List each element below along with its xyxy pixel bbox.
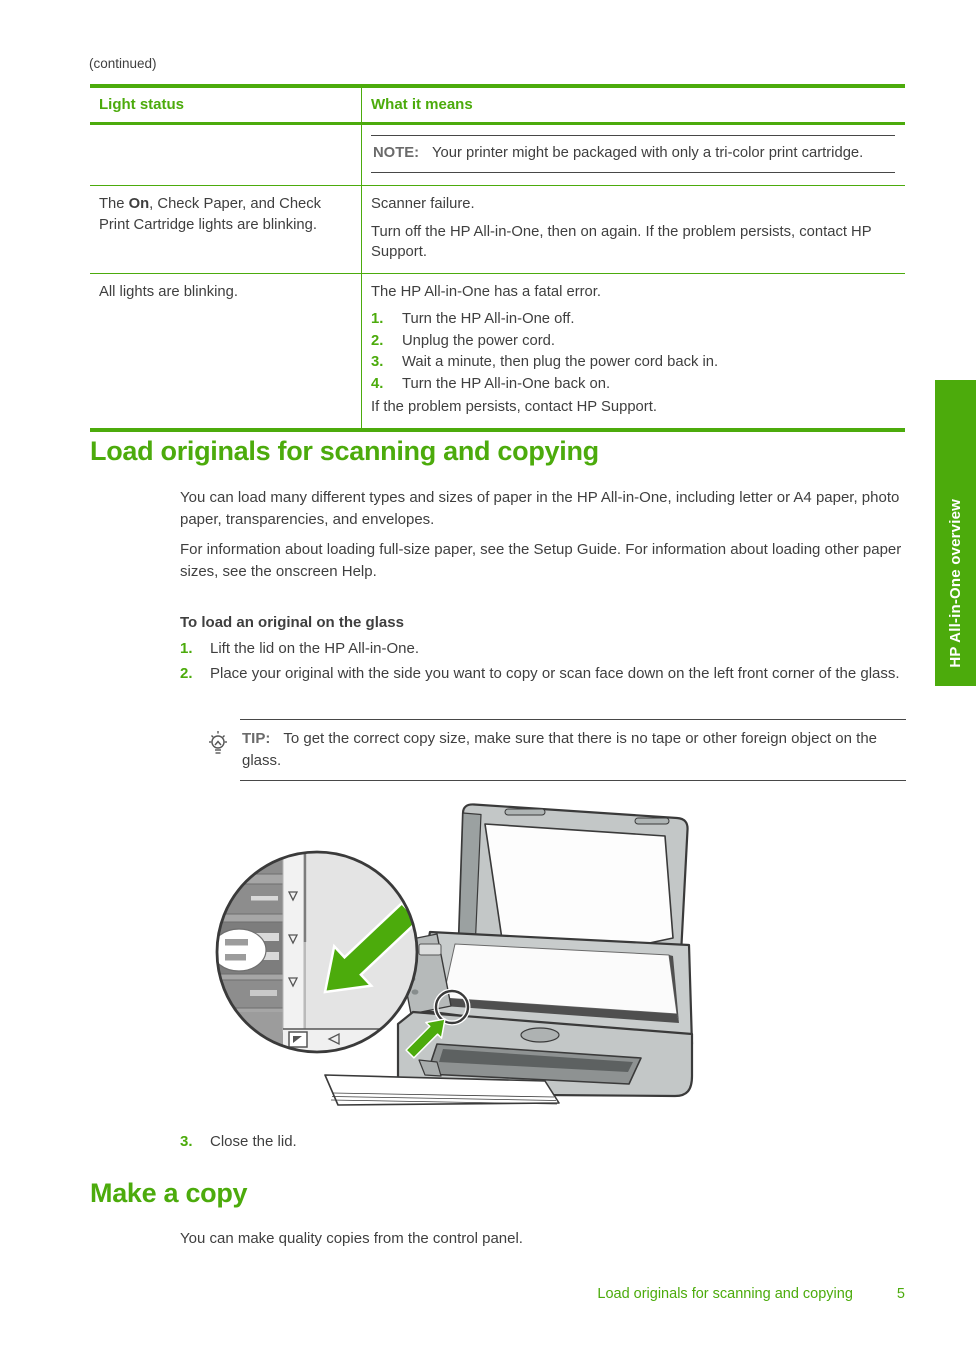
list-item: 1. Lift the lid on the HP All-in-One. — [180, 638, 910, 660]
paragraph: You can load many different types and si… — [180, 489, 900, 528]
paragraph: For information about loading full-size … — [180, 541, 902, 580]
list-item: 3. Close the lid. — [180, 1131, 910, 1153]
lights-text-pre: The — [99, 196, 129, 212]
lights-text-bold: On — [128, 196, 150, 212]
step-text: Unplug the power cord. — [402, 332, 555, 349]
list-item: 4. Turn the HP All-in-One back on. — [371, 374, 895, 395]
fatal-error-steps: 1. Turn the HP All-in-One off. 2. Unplug t… — [371, 309, 895, 394]
step-number: 1. — [371, 311, 384, 327]
note-callout: NOTE: Your printer might be packaged with… — [371, 134, 895, 173]
step-text: Close the lid. — [210, 1133, 297, 1150]
list-item: 2. Place your original with the side you … — [180, 663, 910, 685]
column-header-what-it-means: What it means — [371, 96, 473, 113]
procedure-title: To load an original on the glass — [180, 614, 404, 631]
table-cell-lights: All lights are blinking. — [90, 273, 362, 428]
meaning-line: Turn off the HP All-in-One, then on agai… — [371, 223, 872, 261]
list-item: 2. Unplug the power cord. — [371, 331, 895, 352]
meaning-outro: If the problem persists, contact HP Supp… — [371, 399, 657, 415]
list-item: 3. Wait a minute, then plug the power cor… — [371, 352, 895, 373]
footer-page-number: 5 — [896, 1286, 905, 1302]
magnified-corner-view — [215, 850, 419, 1054]
table-cell-meaning: Scanner failure. Turn off the HP All-in-… — [362, 186, 905, 273]
column-header-light-status: Light status — [90, 88, 362, 122]
continued-label: (continued) — [89, 56, 157, 71]
table-cell-meaning: The HP All-in-One has a fatal error. 1. T… — [362, 274, 905, 428]
paragraph: You can make quality copies from the con… — [180, 1230, 523, 1247]
light-status-table: Light status What it means NOTE: Your pri… — [90, 84, 905, 432]
lights-text-post: , Check Paper, and Check Print Cartridge… — [99, 196, 322, 233]
tip-callout: TIP:To get the correct copy size, make s… — [209, 719, 906, 781]
step-number: 4. — [371, 375, 384, 392]
tip-label: TIP: — [242, 730, 271, 747]
step-text: Lift the lid on the HP All-in-One. — [210, 640, 420, 657]
table-header-row: Light status What it means — [90, 88, 905, 124]
printer-drawing — [324, 803, 694, 1106]
side-tab-label: HP All-in-One overview — [947, 499, 964, 668]
step-text: Wait a minute, then plug the power cord … — [402, 354, 719, 370]
step-text: Turn the HP All-in-One back on. — [402, 375, 611, 392]
table-row-fatal-error: All lights are blinking. The HP All-in-O… — [90, 272, 905, 428]
footer-section-title: Load originals for scanning and copying — [597, 1286, 853, 1302]
table-row-scanner-failure: The On, Check Paper, and Check Print Car… — [90, 185, 905, 273]
printer-load-original-illustration — [215, 803, 694, 1106]
step-text: Turn the HP All-in-One off. — [402, 311, 575, 327]
step-number: 1. — [180, 640, 193, 657]
step-number: 3. — [180, 1133, 193, 1150]
section-title-load-originals: Load originals for scanning and copying — [90, 436, 599, 466]
table-row-note: NOTE: Your printer might be packaged with… — [90, 123, 905, 186]
step-number: 3. — [371, 354, 384, 370]
chapter-side-tab: HP All-in-One overview — [935, 380, 976, 686]
table-cell-note: NOTE: Your printer might be packaged with… — [362, 125, 905, 186]
meaning-intro: The HP All-in-One has a fatal error. — [371, 283, 602, 300]
table-cell-empty — [90, 124, 362, 185]
section-title-make-a-copy: Make a copy — [90, 1178, 248, 1208]
table-cell-lights: The On, Check Paper, and Check Print Car… — [90, 186, 362, 273]
step-number: 2. — [371, 332, 384, 349]
note-text: Your printer might be packaged with only… — [432, 144, 864, 161]
step-number: 2. — [180, 665, 193, 682]
tip-text: To get the correct copy size, make sure … — [242, 730, 878, 769]
note-label: NOTE: — [373, 144, 420, 161]
step-text: Place your original with the side you wa… — [210, 665, 900, 682]
meaning-line: Scanner failure. — [371, 196, 475, 212]
list-item: 1. Turn the HP All-in-One off. — [371, 309, 895, 330]
lightbulb-icon — [206, 730, 230, 767]
printer-illustration — [205, 792, 695, 1122]
page-footer: Load originals for scanning and copying … — [90, 1286, 905, 1302]
